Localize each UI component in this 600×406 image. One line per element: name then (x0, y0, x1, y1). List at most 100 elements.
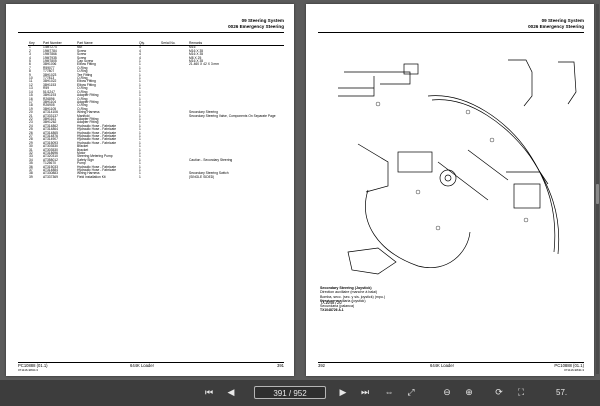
hydraulic-hose (427, 95, 556, 253)
table-cell: Adapter Fitting (77, 93, 99, 98)
table-cell: Secondary Steering Switch (189, 171, 229, 176)
table-cell: AT315033 (43, 164, 58, 169)
table-cell: Hydraulic Hose - Fabricate (77, 130, 117, 135)
table-cell: AT314907 (43, 137, 58, 142)
table-cell: AT314876 (43, 133, 58, 138)
table-cell: 34 (29, 157, 33, 162)
table-cell: T125670 (43, 161, 57, 166)
table-cell: 1 (139, 116, 141, 121)
table-cell: 1 (139, 133, 141, 138)
description-line: Bomba, secc. (sec. y sis. joystick) (mpu… (320, 294, 386, 299)
table-cell: 1 (139, 106, 141, 111)
table-cell: 1 (139, 69, 141, 74)
table-cell: O-Ring (77, 106, 88, 111)
footer-date-code: 071116-9840-3 (18, 368, 38, 372)
zoom-out-icon[interactable]: ⊖ (443, 387, 451, 397)
table-cell: 6 (29, 62, 31, 67)
table-cell: Wiring Harness (77, 171, 100, 176)
fit-width-icon[interactable]: ⇔ (384, 387, 394, 397)
table-cell: 1 (139, 171, 141, 176)
table-cell: O-Ring (77, 103, 88, 108)
table-cell: Secondary Steering Valve, Components On … (189, 113, 276, 118)
fullscreen-icon[interactable]: ⛶ (517, 387, 525, 397)
table-cell: AT315093 (43, 140, 58, 145)
table-cell: AT330883 (43, 171, 58, 176)
col-part-number: Part Number (42, 41, 76, 47)
table-cell: 1 (139, 120, 141, 125)
table-cell: 31 (29, 147, 33, 152)
steering-pump (397, 151, 433, 173)
table-cell: Manifold (77, 113, 90, 118)
col-key: Key (28, 41, 42, 47)
zoom-level[interactable]: 57. (556, 388, 568, 397)
table-cell: 1 (139, 174, 141, 179)
table-cell: 19M7784 (43, 48, 57, 53)
table-cell: O-Ring (77, 96, 88, 101)
table-cell: 17 (29, 99, 33, 104)
table-cell: 1 (139, 127, 141, 132)
zoom-in-icon[interactable]: ⊕ (465, 387, 473, 397)
table-cell: 24 (29, 123, 33, 128)
table-cell: Cap Screw (77, 59, 94, 64)
footer-product: 644K Loader (430, 363, 454, 368)
header-rule (18, 32, 284, 33)
fit-page-icon[interactable]: ⤢ (407, 387, 415, 397)
footer-doc-number: PC10888 (01.1) (554, 363, 584, 368)
scrollbar-thumb[interactable] (596, 184, 599, 204)
table-cell: AT318696 (43, 151, 58, 155)
table-cell: AT303530 (43, 144, 58, 149)
table-cell: 18 (29, 103, 33, 108)
table-cell: 4 (29, 55, 31, 60)
vertical-scrollbar[interactable] (596, 4, 599, 374)
description-line: Secundaria (palanca) (320, 303, 355, 308)
rotate-icon[interactable]: ⟳ (495, 387, 503, 397)
figure-id: TX1048726 A.1 (320, 308, 344, 312)
next-page-icon[interactable]: ▶ (339, 387, 347, 397)
table-cell: Wiring Harness (77, 110, 100, 115)
description-line: Direction auxiliaire (manche à balai) (320, 290, 378, 295)
table-cell: 1 (139, 110, 141, 115)
table-cell: 51I1247 (43, 89, 55, 94)
table-cell: 30 (29, 144, 33, 149)
table-cell: 1 (139, 99, 141, 104)
table-cell: Hydraulic Hose - Fabricate (77, 164, 117, 169)
table-cell: 22 (29, 116, 33, 121)
parts-exploded-diagram (338, 59, 577, 275)
table-cell: 1 (139, 72, 141, 77)
table-cell: M16 (189, 45, 196, 50)
table-cell: 29 (29, 140, 33, 145)
table-cell: AT314106 (43, 110, 58, 115)
parts-table: Key Part Number Part Name Qty. Serial No… (28, 41, 284, 179)
footer-rule (18, 362, 284, 363)
table-cell: 19M7935 (43, 55, 57, 60)
page-number-input[interactable]: 391 / 952 (254, 386, 326, 399)
table-cell: Steering Metering Pump (77, 154, 113, 159)
first-page-icon[interactable]: ⏮ (204, 387, 214, 397)
last-page-icon[interactable]: ⏭ (360, 387, 370, 397)
table-cell: 1 (139, 113, 141, 118)
table-cell: 38H1006 (43, 62, 57, 67)
table-cell: R26905 (43, 103, 55, 108)
table-cell: 19M7805 (43, 59, 57, 64)
table-cell: AT314865 (43, 130, 58, 135)
footer-date-code: 071116-9840-3 (564, 368, 584, 372)
previous-page-icon[interactable]: ◀ (227, 387, 235, 397)
table-cell: 38H1104 (43, 99, 57, 104)
table-cell: R26896 (43, 96, 55, 101)
table-cell: 1 (139, 147, 141, 152)
table-cell: 1 (139, 144, 141, 149)
